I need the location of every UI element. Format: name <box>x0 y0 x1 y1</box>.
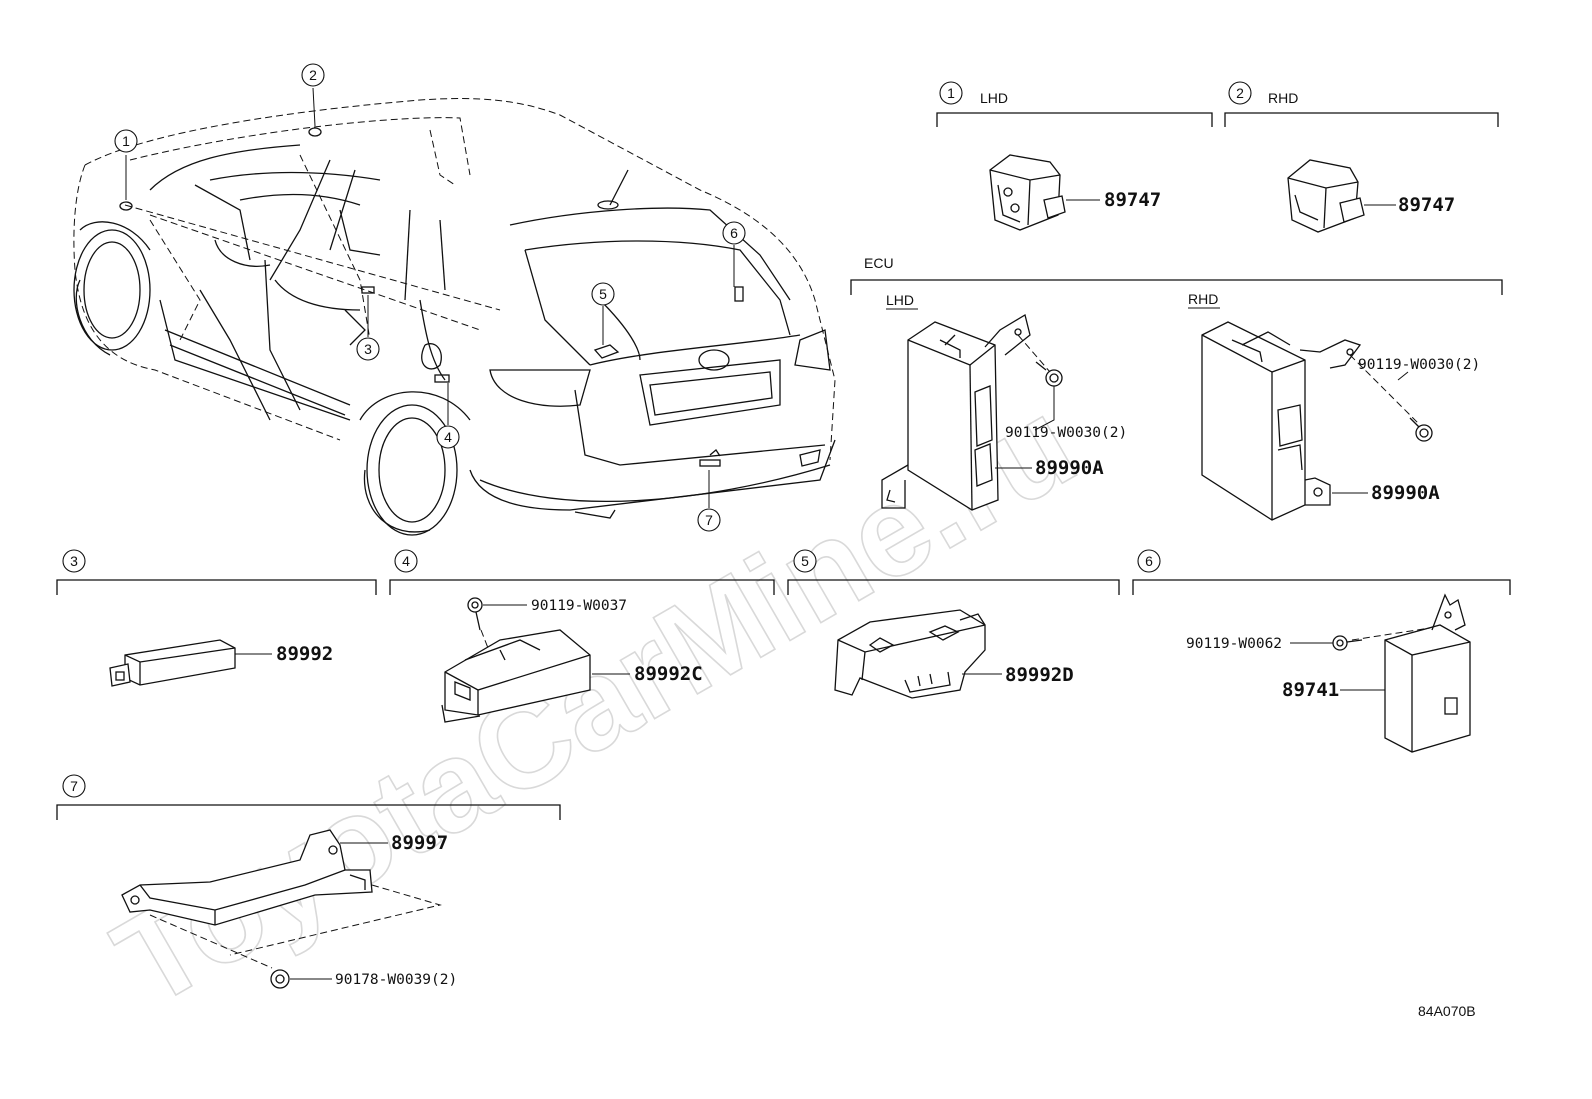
bolt-90119-w0030-lhd <box>1035 361 1063 387</box>
svg-text:89990A: 89990A <box>1035 457 1104 479</box>
svg-text:4: 4 <box>444 429 452 445</box>
svg-text:90119-W0062: 90119-W0062 <box>1186 636 1282 652</box>
svg-text:90119-W0030(2): 90119-W0030(2) <box>1005 425 1127 441</box>
svg-text:RHD: RHD <box>1188 291 1218 307</box>
svg-text:89747: 89747 <box>1398 194 1455 216</box>
car-callout-5: 5 <box>591 282 615 306</box>
car-callout-4: 4 <box>436 425 460 449</box>
part-89997 <box>121 829 373 926</box>
section-3: 3 89992 <box>56 549 377 687</box>
car-callout-3: 3 <box>356 337 380 361</box>
car-callout-2: 2 <box>301 63 325 87</box>
svg-text:6: 6 <box>1145 553 1153 569</box>
svg-text:7: 7 <box>70 778 78 794</box>
svg-text:3: 3 <box>364 341 372 357</box>
bolt-90119-w0030-rhd <box>1409 417 1433 442</box>
svg-text:90178-W0039(2): 90178-W0039(2) <box>335 972 457 988</box>
svg-text:5: 5 <box>801 553 809 569</box>
svg-text:2: 2 <box>1236 85 1244 101</box>
section-1: 1 LHD 89747 <box>936 81 1213 231</box>
part-89992c <box>441 629 591 723</box>
svg-text:90119-W0037: 90119-W0037 <box>531 598 627 614</box>
svg-text:89741: 89741 <box>1282 679 1339 701</box>
car-callout-7: 7 <box>697 508 721 532</box>
part-89741 <box>1384 593 1471 753</box>
svg-text:4: 4 <box>402 553 410 569</box>
part-89747-lhd <box>989 154 1066 231</box>
svg-text:2: 2 <box>309 67 317 83</box>
section-7: 7 90178-W0039(2) 89997 <box>56 774 561 989</box>
section-6: 6 90119-W0062 89741 <box>1132 549 1511 753</box>
svg-text:90119-W0030(2): 90119-W0030(2) <box>1358 357 1480 373</box>
svg-text:RHD: RHD <box>1268 90 1298 106</box>
part-89747-rhd <box>1287 159 1365 233</box>
section-4: 4 90119-W0037 89992C <box>389 549 775 723</box>
svg-text:89992C: 89992C <box>634 663 703 685</box>
svg-text:LHD: LHD <box>980 90 1008 106</box>
bolt-90119-w0062 <box>1332 635 1363 651</box>
svg-text:89747: 89747 <box>1104 189 1161 211</box>
diagram-code: 84A070B <box>1418 1003 1476 1019</box>
svg-text:89992: 89992 <box>276 643 333 665</box>
bolt-90119-w0037 <box>467 597 483 631</box>
part-89990a-lhd <box>881 313 1031 511</box>
svg-text:1: 1 <box>122 133 130 149</box>
svg-text:ECU: ECU <box>864 255 894 271</box>
car-callout-1: 1 <box>114 129 138 153</box>
part-89992 <box>109 639 236 687</box>
nut-90178-w0039 <box>270 969 290 989</box>
svg-text:LHD: LHD <box>886 292 914 308</box>
part-89992d <box>834 609 986 699</box>
svg-text:89990A: 89990A <box>1371 482 1440 504</box>
vehicle-illustration <box>73 87 836 536</box>
part-89990a-rhd <box>1201 321 1362 521</box>
svg-text:3: 3 <box>70 553 78 569</box>
svg-text:1: 1 <box>947 85 955 101</box>
section-5: 5 89992D <box>787 549 1120 699</box>
svg-text:89997: 89997 <box>391 832 448 854</box>
car-callout-6: 6 <box>722 221 746 245</box>
svg-text:89992D: 89992D <box>1005 664 1074 686</box>
svg-text:5: 5 <box>599 286 607 302</box>
section-ecu: ECU LHD 90119-W0030(2) 89990A <box>850 255 1503 521</box>
section-2: 2 RHD 89747 <box>1224 81 1499 233</box>
svg-text:7: 7 <box>705 512 713 528</box>
svg-text:6: 6 <box>730 225 738 241</box>
